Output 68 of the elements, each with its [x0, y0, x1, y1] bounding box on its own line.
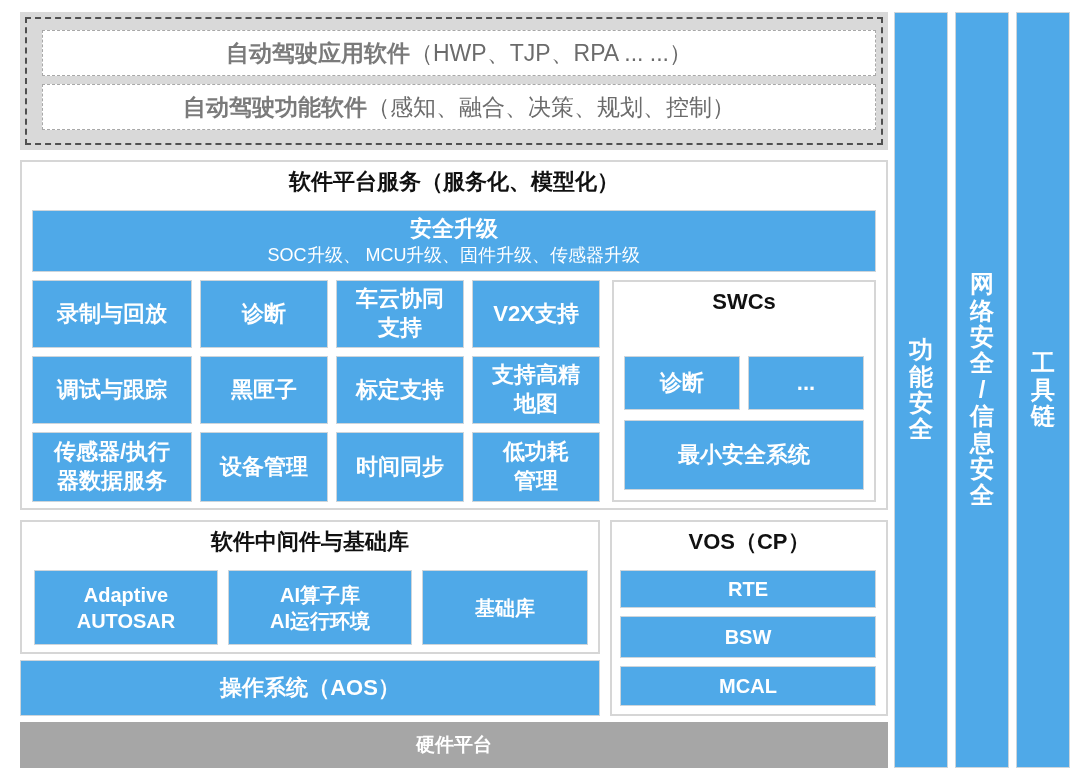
module-label: 调试与跟踪	[57, 375, 167, 404]
bar-title: 安全升级	[410, 215, 498, 243]
module-label: ...	[796, 368, 816, 397]
module-box	[200, 356, 328, 424]
vertical-column-bar	[1016, 12, 1070, 768]
module-label: 录制与回放	[57, 299, 167, 328]
module-label: 时间同步	[356, 452, 444, 481]
panel-title: 软件中间件与基础库	[211, 528, 409, 556]
dashed-frame-panel	[20, 12, 888, 150]
module-label: 车云协同支持	[355, 285, 445, 342]
dashed-layer-box	[42, 30, 876, 76]
module-box	[32, 356, 192, 424]
column-label: 工具链	[1029, 350, 1056, 430]
layer-label: 自动驾驶应用软件（HWP、TJP、RPA ... ...）	[226, 39, 692, 68]
module-label: AI算子库 AI运行环境	[269, 582, 371, 634]
bar-label: 操作系统（AOS）	[220, 674, 400, 702]
module-label: 最小安全系统	[678, 440, 810, 469]
module-label: 支持高精地图	[491, 361, 581, 418]
module-box	[200, 432, 328, 502]
module-box	[228, 570, 412, 645]
module-label: MCAL	[719, 674, 777, 699]
layer-panel	[612, 280, 876, 502]
module-label: 设备管理	[220, 452, 308, 481]
module-box	[472, 280, 600, 348]
panel-title: 软件平台服务（服务化、模型化）	[289, 168, 619, 196]
module-label: 诊断	[242, 299, 286, 328]
module-label: BSW	[724, 625, 772, 650]
module-label: Adaptive AUTOSAR	[75, 582, 177, 634]
vertical-column-bar	[955, 12, 1009, 768]
layer-label: 自动驾驶功能软件（感知、融合、决策、规划、控制）	[183, 93, 735, 122]
module-box	[472, 432, 600, 502]
module-box	[34, 570, 218, 645]
module-label: V2X支持	[493, 299, 579, 328]
module-box	[336, 356, 464, 424]
module-label: 标定支持	[356, 375, 444, 404]
module-box	[32, 432, 192, 502]
module-box	[620, 570, 876, 608]
module-box	[748, 356, 864, 410]
hardware-bar	[20, 722, 888, 768]
column-label: 功能安全	[908, 337, 934, 443]
module-box	[624, 356, 740, 410]
module-label: 传感器/执行器数据服务	[52, 438, 172, 495]
module-box	[336, 432, 464, 502]
layer-panel	[20, 160, 888, 510]
module-box	[624, 420, 864, 490]
panel-title: SWCs	[712, 288, 776, 316]
layer-panel	[610, 520, 888, 716]
module-box	[336, 280, 464, 348]
module-box	[620, 616, 876, 658]
module-label: 黑匣子	[231, 375, 297, 404]
module-label: 低功耗管理	[501, 438, 570, 495]
vertical-column-bar	[894, 12, 948, 768]
module-label: 诊断	[660, 368, 704, 397]
module-box	[620, 666, 876, 706]
module-box	[472, 356, 600, 424]
module-box	[32, 280, 192, 348]
module-box	[422, 570, 588, 645]
upgrade-bar	[32, 210, 876, 272]
module-box	[200, 280, 328, 348]
module-label: 基础库	[475, 595, 535, 621]
bar-subtitle: SOC升级、 MCU升级、固件升级、传感器升级	[267, 244, 641, 267]
panel-title: VOS（CP）	[688, 528, 810, 556]
column-label: 网络安全/信息安全	[968, 271, 995, 509]
os-bar	[20, 660, 600, 716]
module-label: RTE	[728, 577, 768, 602]
bar-label: 硬件平台	[416, 733, 492, 757]
dashed-layer-box	[42, 84, 876, 130]
layer-panel	[20, 520, 600, 654]
